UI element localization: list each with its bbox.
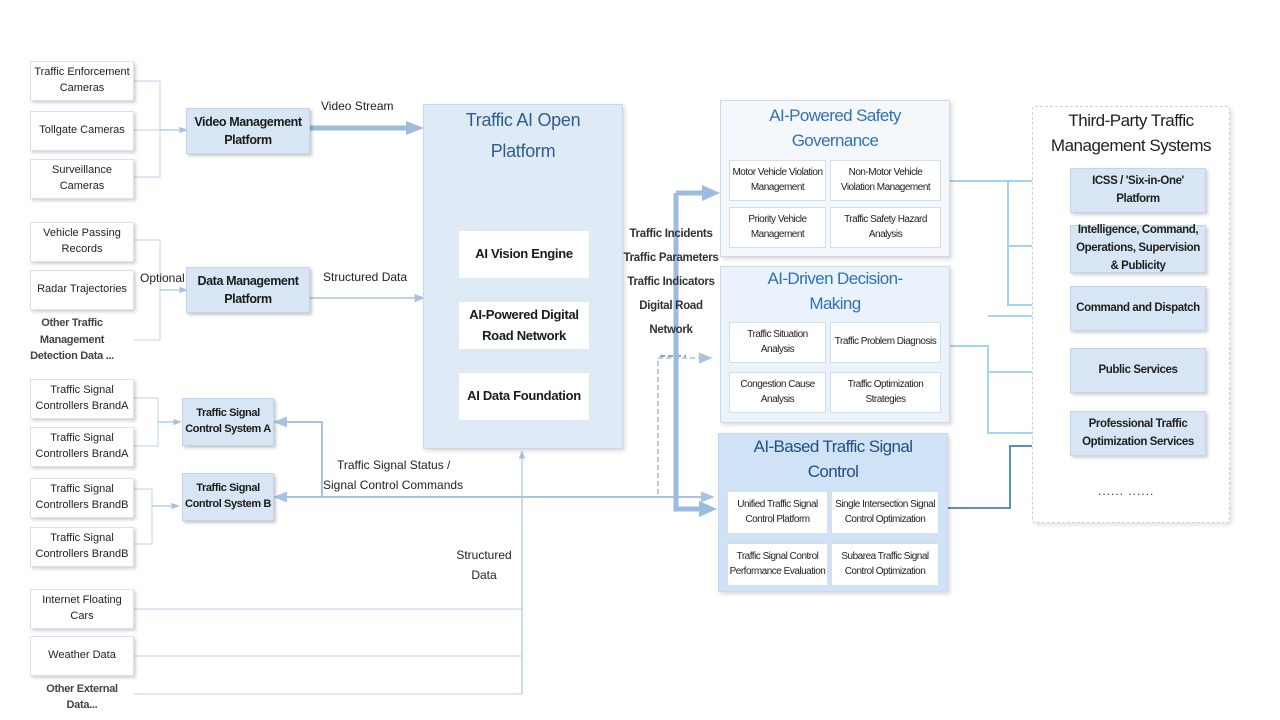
safety-title: AI-Powered Safety Governance [769,106,901,150]
source-other-external: Other External Data... [46,682,118,712]
ai-vision-engine: AI Vision Engine [458,230,590,279]
signal-arrowhead [699,501,717,517]
label-structured-data-external: Structured Data [456,548,512,582]
data-management-platform: Data Management Platform [186,267,310,313]
decision-title: AI-Driven Decision-Making [767,269,903,313]
panel-decision-making: AI-Driven Decision-Making Traffic Situat… [720,266,950,423]
signal-control-system-b: Traffic Signal Control System B [182,473,274,521]
ai-data-foundation: AI Data Foundation [458,372,590,421]
label-signal-status: Traffic Signal Status / [337,458,451,472]
source-signal-controller-a2: Traffic Signal Controllers BrandA [30,427,134,467]
source-floating-cars: Internet Floating Cars [30,589,134,629]
signal-title: AI-Based Traffic Signal Control [753,437,913,481]
source-signal-controller-b1: Traffic Signal Controllers BrandB [30,478,134,518]
safety-priority-vehicle: Priority Vehicle Management [729,207,826,248]
panel-safety-governance: AI-Powered Safety Governance Motor Vehic… [720,100,950,257]
decision-problem-diagnosis: Traffic Problem Diagnosis [830,322,941,363]
safety-hazard-analysis: Traffic Safety Hazard Analysis [830,207,941,248]
signal-controller-connectors [134,397,182,545]
label-signal-commands: Signal Control Commands [323,478,464,492]
source-signal-controller-b2: Traffic Signal Controllers BrandB [30,527,134,567]
third-party-intelligence-command: Intelligence, Command, Operations, Super… [1070,224,1206,273]
detection-group-connector [134,239,188,341]
source-other-detection: Other Traffic Management Detection Data … [30,317,114,363]
signal-performance-evaluation: Traffic Signal Control Performance Evalu… [727,543,828,586]
core-platform-title: Traffic AI Open Platform [465,110,581,161]
third-party-more: ...... ...... [1098,484,1155,498]
dashed-decision-link [657,352,713,494]
source-vehicle-passing: Vehicle Passing Records [30,222,134,262]
decision-situation-analysis: Traffic Situation Analysis [729,322,826,363]
source-tollgate-cameras: Tollgate Cameras [30,111,134,151]
third-party-command-dispatch: Command and Dispatch [1070,286,1206,331]
signal-command-bus [273,416,715,503]
signal-control-system-a: Traffic Signal Control System A [182,398,274,446]
signal-single-intersection: Single Intersection Signal Control Optim… [831,491,939,534]
label-optional: Optional [140,271,185,285]
safety-motor-violation: Motor Vehicle Violation Management [729,160,826,201]
source-surveillance-cameras: Surveillance Cameras [30,159,134,199]
decision-optimization-strategies: Traffic Optimization Strategies [830,372,941,413]
decision-congestion-cause: Congestion Cause Analysis [729,372,826,413]
source-radar-trajectories: Radar Trajectories [30,270,134,310]
source-enforcement-cameras: Traffic Enforcement Cameras [30,61,134,101]
video-stream-arrow [310,121,424,135]
third-party-public-services: Public Services [1070,348,1206,393]
safety-arrowhead [702,185,720,201]
source-weather-data: Weather Data [30,636,134,676]
third-party-optimization-services: Professional Traffic Optimization Servic… [1070,411,1206,456]
signal-subarea-optimization: Subarea Traffic Signal Control Optimizat… [831,543,939,586]
ai-digital-road-network: AI-Powered Digital Road Network [458,301,590,350]
panel-signal-control: AI-Based Traffic Signal Control Unified … [718,433,948,592]
label-traffic-feeds: Traffic Incidents Traffic Parameters Tra… [623,227,719,337]
label-video-stream: Video Stream [321,99,394,113]
label-structured-data: Structured Data [323,270,408,284]
safety-nonmotor-violation: Non-Motor Vehicle Violation Management [830,160,941,201]
external-data-bus [134,450,526,695]
video-management-platform: Video Management Platform [186,108,310,154]
camera-group-connector [134,80,188,178]
core-to-apps-arrows [673,190,706,512]
traffic-ai-open-platform: Traffic AI Open Platform AI Vision Engin… [423,104,623,449]
third-party-icss: ICSS / 'Six-in-One' Platform [1070,168,1206,213]
signal-unified-platform: Unified Traffic Signal Control Platform [727,491,828,534]
source-signal-controller-a1: Traffic Signal Controllers BrandA [30,379,134,419]
third-party-title: Third-Party Traffic Management Systems [1050,111,1212,155]
